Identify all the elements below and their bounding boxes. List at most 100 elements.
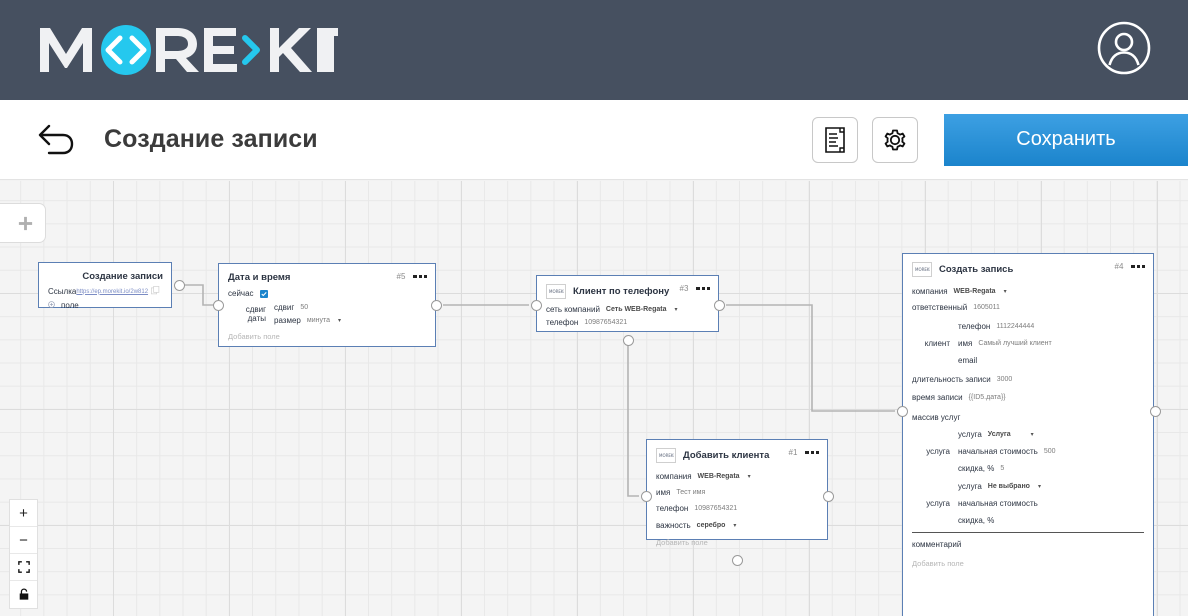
sdvig-value[interactable]: 50 [300, 304, 309, 311]
imya-value[interactable]: Тест имя [676, 489, 706, 496]
add-node-button[interactable] [0, 203, 46, 243]
node-row-telefon[interactable]: телефон 10987654321 [647, 499, 827, 515]
port-in-client[interactable] [531, 300, 542, 311]
razmer-value[interactable]: минута [306, 317, 330, 324]
node-row-vremya-zapisi[interactable]: время записи {{ID5.дата}} [903, 386, 1153, 404]
node-row-klient-imya[interactable]: имя Самый лучший клиент [958, 337, 1144, 354]
port-in-addclient[interactable] [641, 491, 652, 502]
otvetstvennyy-value[interactable]: 1605011 [973, 304, 1000, 311]
add-field-button[interactable]: Добавить поле [912, 559, 964, 568]
port-out-addclient[interactable] [823, 491, 834, 502]
node-dobavit-klienta[interactable]: MOREKIT Добавить клиента #1 компания WEB… [646, 439, 828, 547]
node-row-kompaniya[interactable]: компания WEB-Regata ▾ [647, 467, 827, 483]
port-out-sozdanie[interactable] [174, 280, 185, 291]
node-row-imya[interactable]: имя Тест имя [647, 483, 827, 499]
lock-button[interactable] [10, 581, 37, 608]
nachalnaya-stoimost-value-1[interactable]: 500 [1043, 448, 1056, 455]
chevron-down-icon[interactable]: ▾ [1030, 432, 1034, 438]
dlitelnost-value[interactable]: 3000 [996, 376, 1013, 383]
add-field-button[interactable]: Добавить поле [228, 332, 280, 341]
port-out-create[interactable] [1150, 406, 1161, 417]
avatar[interactable] [1096, 20, 1152, 81]
node-row-pole[interactable]: поле [39, 299, 171, 312]
node-klient-po-telefonu[interactable]: MOREKIT Клиент по телефону #3 сеть компа… [536, 275, 719, 332]
vazhnost-value[interactable]: серебро [696, 522, 726, 529]
node-row-nachalnaya-stoimost-1[interactable]: начальная стоимость 500 [958, 445, 1144, 462]
sdvig-daty-label: сдвиг даты [245, 305, 266, 323]
usluga-group-label-1: услуга [926, 447, 950, 456]
port-bottom-addclient[interactable] [732, 555, 743, 566]
klient-telefon-value[interactable]: 1112244444 [996, 323, 1035, 330]
node-row-otvetstvennyy[interactable]: ответственный 1605011 [903, 298, 1153, 314]
settings-button[interactable] [872, 116, 918, 163]
save-button[interactable]: Сохранить [944, 113, 1188, 166]
klient-telefon-label: телефон [958, 322, 991, 331]
node-row-klient-email[interactable]: email [958, 354, 1144, 367]
node-row-nachalnaya-stoimost-2[interactable]: начальная стоимость [958, 497, 1144, 514]
set-kompaniy-value[interactable]: Сеть WEB-Regata [605, 306, 667, 313]
node-row-telefon[interactable]: телефон 10987654321 [537, 316, 718, 329]
port-out-client-right[interactable] [714, 300, 725, 311]
link-value[interactable]: https://ep.morekit.io/2w812 [76, 288, 149, 295]
node-group-usluga-2: услуга услуга Не выбрано ▾ начальная сто… [903, 476, 1153, 528]
node-row-vazhnost[interactable]: важность серебро ▾ [647, 515, 827, 532]
port-out-client-bottom[interactable] [623, 335, 634, 346]
kompaniya-value[interactable]: WEB-Regata [697, 473, 740, 480]
link-label: Ссылка [48, 287, 77, 296]
telefon-value[interactable]: 10987654321 [694, 505, 738, 512]
document-button[interactable] [812, 116, 858, 163]
node-row-kompaniya[interactable]: компания WEB-Regata ▾ [903, 281, 1153, 298]
add-field-button[interactable]: Добавить поле [656, 538, 708, 547]
node-row-seychas[interactable]: сейчас [219, 287, 435, 300]
chevron-down-icon[interactable]: ▾ [733, 523, 737, 529]
nachalnaya-stoimost-label-2: начальная стоимость [958, 499, 1038, 508]
node-menu-icon[interactable] [413, 274, 427, 279]
node-sozdat-zapis[interactable]: MOREKIT Создать запись #4 компания WEB-R… [902, 253, 1154, 616]
kompaniya-value[interactable]: WEB-Regata [953, 288, 996, 295]
node-row-set-kompaniy[interactable]: сеть компаний Сеть WEB-Regata ▾ [537, 303, 718, 316]
node-row-sdvig[interactable]: сдвиг 50 [274, 301, 426, 314]
vremya-zapisi-label: время записи [912, 393, 963, 402]
logo-svg [40, 25, 338, 75]
morekit-logo[interactable] [38, 24, 338, 76]
node-row-dlitelnost[interactable]: длительность записи 3000 [903, 368, 1153, 386]
back-button[interactable] [36, 120, 78, 160]
node-row-usluga-2[interactable]: услуга Не выбрано ▾ [958, 480, 1144, 497]
brand-bar [0, 0, 1188, 100]
vremya-zapisi-value[interactable]: {{ID5.дата}} [968, 394, 1006, 401]
node-row-skidka-1[interactable]: скидка, % 5 [958, 462, 1144, 475]
node-row-klient-telefon[interactable]: телефон 1112244444 [958, 320, 1144, 337]
node-row-kommentariy[interactable]: комментарий [903, 533, 1153, 551]
chevron-down-icon[interactable]: ▾ [1037, 484, 1041, 490]
usluga-value-2[interactable]: Не выбрано [987, 483, 1030, 490]
node-title: Создать запись [939, 264, 1014, 275]
seychas-checkbox[interactable] [259, 289, 268, 298]
port-in-create[interactable] [897, 406, 908, 417]
chevron-down-icon[interactable]: ▾ [1003, 289, 1007, 295]
zoom-out-button[interactable]: − [10, 527, 37, 554]
usluga-value-1[interactable]: Услуга [987, 431, 1011, 438]
chevron-down-icon[interactable]: ▾ [747, 474, 751, 480]
port-out-data[interactable] [431, 300, 442, 311]
flow-canvas[interactable]: Создание записи Ссылка https://ep.moreki… [0, 181, 1188, 616]
klient-imya-value[interactable]: Самый лучший клиент [978, 340, 1052, 347]
node-sozdanie-zapisi[interactable]: Создание записи Ссылка https://ep.moreki… [38, 262, 172, 310]
node-row-skidka-2[interactable]: скидка, % [958, 514, 1144, 527]
chevron-down-icon[interactable]: ▾ [674, 307, 678, 313]
node-menu-icon[interactable] [696, 286, 710, 291]
skidka-value-1[interactable]: 5 [1000, 465, 1005, 472]
plus-circle-icon[interactable] [48, 301, 55, 310]
node-row-razmer[interactable]: размер минута ▾ [274, 314, 426, 327]
node-data-i-vremya[interactable]: Дата и время #5 сейчас сдвиг даты сдвиг … [218, 263, 436, 347]
port-in-data[interactable] [213, 300, 224, 311]
node-menu-icon[interactable] [805, 450, 819, 455]
chevron-down-icon[interactable]: ▾ [337, 318, 341, 324]
telefon-value[interactable]: 10987654321 [584, 319, 628, 326]
fit-screen-button[interactable] [10, 554, 37, 581]
zoom-in-button[interactable]: + [10, 500, 37, 527]
node-row-usluga-1[interactable]: услуга Услуга ▾ [958, 428, 1144, 445]
node-menu-icon[interactable] [1131, 264, 1145, 269]
copy-icon[interactable] [151, 286, 160, 297]
node-row-link[interactable]: Ссылка https://ep.morekit.io/2w812 [39, 284, 171, 299]
skidka-label-1: скидка, % [958, 464, 995, 473]
